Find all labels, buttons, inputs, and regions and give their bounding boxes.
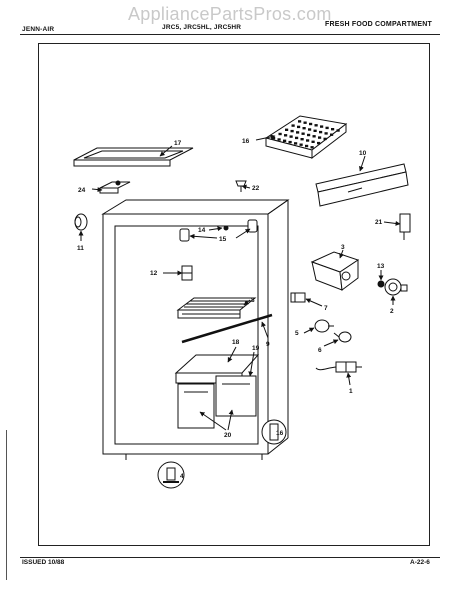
callout-1: 1 <box>349 388 353 395</box>
page-number: A-22-6 <box>410 559 430 566</box>
hinge-part-21 <box>399 213 411 240</box>
grid-cell <box>312 135 316 138</box>
grid-cell <box>320 125 324 128</box>
callout-7: 7 <box>324 305 328 312</box>
grid-cell <box>296 131 300 134</box>
light-shield-part-16 <box>264 115 348 160</box>
grid-cell <box>283 139 287 142</box>
callout-4: 4 <box>180 473 184 480</box>
callout-22: 22 <box>252 185 260 192</box>
grid-cell <box>324 132 328 135</box>
grid-cell <box>278 132 282 136</box>
grid-cell <box>331 128 335 131</box>
issue-date: ISSUED 10/88 <box>22 559 65 566</box>
grid-cell <box>308 128 312 131</box>
grid-cell <box>301 132 305 135</box>
callout-5: 5 <box>295 330 299 337</box>
grid-cell <box>288 140 292 144</box>
callout-14: 14 <box>198 227 206 234</box>
grid-cell <box>314 124 318 127</box>
grid-cell <box>336 129 340 132</box>
crisper-drawers-part-20 <box>177 375 257 429</box>
callout-16-roller: 16 <box>276 430 284 437</box>
grid-cell <box>289 135 293 138</box>
header-rule <box>20 34 440 35</box>
leveling-leg-part-4 <box>157 461 185 489</box>
grid-cell <box>309 122 313 126</box>
callout-10: 10 <box>359 150 367 157</box>
grid-cell <box>311 140 315 143</box>
bulb-part-5 <box>314 319 352 343</box>
shelf-front-part-10 <box>315 163 409 207</box>
control-housing-part-3 <box>310 251 360 291</box>
cabinet-outline <box>101 199 290 455</box>
callout-17: 17 <box>174 140 182 147</box>
diagram-frame <box>38 43 430 546</box>
callout-6: 6 <box>318 347 322 354</box>
light-socket-part-15 <box>179 219 258 242</box>
callout-2: 2 <box>390 308 394 315</box>
callout-3: 3 <box>341 244 345 251</box>
callout-24: 24 <box>78 187 86 194</box>
grid-cell <box>297 125 301 129</box>
grid-cell <box>299 143 303 146</box>
grid-cell <box>290 129 294 133</box>
grid-cell <box>277 138 281 141</box>
grid-cell <box>284 134 288 137</box>
footer-rule <box>20 557 440 558</box>
grid-cell <box>291 124 295 127</box>
grid-cell <box>303 121 307 124</box>
callout-18: 18 <box>232 339 240 346</box>
tray-part-17 <box>73 147 194 167</box>
grid-cell <box>310 146 314 149</box>
grid-cell <box>285 128 289 131</box>
callout-20: 20 <box>224 432 232 439</box>
roller-part-16 <box>261 419 287 445</box>
section-title: FRESH FOOD COMPARTMENT <box>325 21 432 28</box>
grid-cell <box>298 120 302 123</box>
callout-leaders <box>78 134 401 431</box>
tray-support-part-24 <box>99 180 131 194</box>
callout-15: 15 <box>219 236 227 243</box>
wire-shelf-part-8 <box>176 297 257 319</box>
grid-cell <box>319 130 323 134</box>
grid-cell <box>295 136 299 140</box>
brand-label: JENN-AIR <box>22 26 55 33</box>
knob-part-11 <box>74 213 88 231</box>
grid-cell <box>300 138 304 141</box>
thermostat-part-2 <box>377 278 408 296</box>
callout-11: 11 <box>77 245 84 252</box>
model-numbers: JRC5, JRC5HL, JRC5HR <box>162 24 242 31</box>
grid-cell <box>313 129 317 132</box>
grid-cell <box>307 133 311 137</box>
callout-19: 19 <box>252 345 260 352</box>
callout-13: 13 <box>377 263 385 270</box>
callout-21: 21 <box>375 219 383 226</box>
shelf-bracket-part-12 <box>181 265 193 281</box>
callout-16-top: 16 <box>242 138 250 145</box>
switch-part-7 <box>290 292 306 303</box>
callout-8: 8 <box>251 297 255 304</box>
grid-cell <box>305 144 309 148</box>
grid-cell <box>325 126 329 130</box>
grid-cell <box>318 136 322 139</box>
grid-cell <box>323 137 327 141</box>
grid-cell <box>306 139 310 142</box>
grid-cell <box>317 141 321 145</box>
callout-12: 12 <box>150 270 158 277</box>
grid-cell <box>294 142 298 145</box>
grid-cell <box>302 127 306 130</box>
watermark-text: AppliancePartsPros.com <box>128 4 332 24</box>
grid-cell <box>272 137 276 140</box>
binding-line <box>6 430 7 580</box>
grid-cell <box>330 133 334 136</box>
light-switch-part-1 <box>315 361 362 373</box>
shelf-rail-part-9 <box>181 313 273 344</box>
callout-9: 9 <box>266 341 270 348</box>
